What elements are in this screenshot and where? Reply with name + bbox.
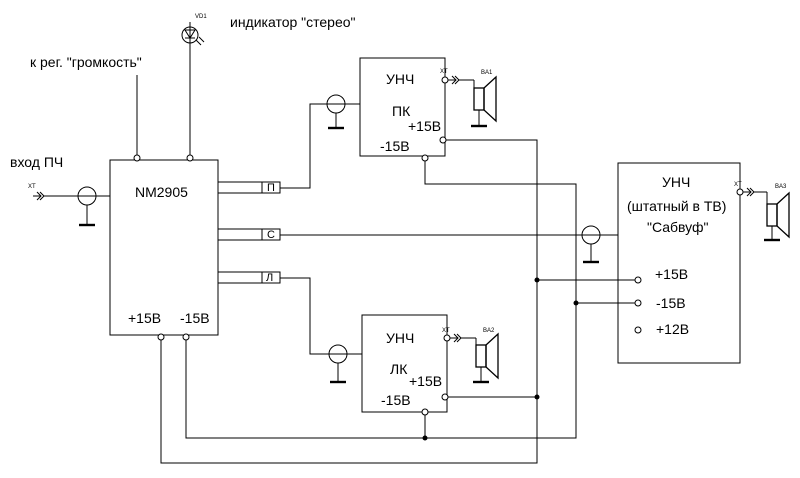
input-if-label: вход ПЧ <box>10 154 63 170</box>
minus15-junction-left <box>422 435 428 441</box>
amp-left-title: УНЧ <box>386 330 414 346</box>
amp-left-channel: ЛК <box>390 361 408 377</box>
output-center-label: С <box>267 229 275 241</box>
amp-left-minus15-pin <box>421 408 429 416</box>
decoder-plus15-label: +15В <box>128 310 161 326</box>
ba2-label: BA2 <box>483 328 495 334</box>
amp-left-minus15: -15В <box>381 392 411 408</box>
decoder-output-right <box>218 181 281 194</box>
decoder-minus15-pin <box>182 333 190 341</box>
amp-sub-plus15-pin <box>634 276 642 284</box>
amp-sub-plus12-pin <box>634 326 642 334</box>
amp-right-plus15-pin <box>439 136 447 144</box>
amp-sub-plus15-label: +15В <box>655 266 688 282</box>
input-connector-icon <box>33 191 45 201</box>
output-left-label: Л <box>266 272 273 284</box>
amp-sub-title: УНЧ <box>662 174 690 190</box>
right-shielded-cable-icon <box>326 94 346 130</box>
ba3-label: BA3 <box>775 184 787 190</box>
input-shielded-cable-icon <box>77 186 97 227</box>
amp-sub-minus15-pin <box>634 299 642 307</box>
left-signal-wire <box>280 277 329 355</box>
plus15-bus <box>160 139 538 464</box>
amp-right-title: УНЧ <box>386 71 414 87</box>
speaker-ba3-icon <box>764 191 790 242</box>
volume-control-label: к рег. "громкость" <box>30 54 142 70</box>
amp-sub-output-pin <box>736 188 744 196</box>
center-shielded-cable-icon <box>581 225 601 264</box>
speaker-ba2-icon <box>473 332 499 384</box>
ba1-connector-icon <box>448 75 474 85</box>
ba3-connector-icon <box>743 187 767 197</box>
decoder-minus15-label: -15В <box>180 310 210 326</box>
decoder-block <box>109 159 219 336</box>
amp-right-minus15: -15В <box>380 138 410 154</box>
input-xt-label: XT <box>28 184 36 190</box>
right-signal-wire <box>280 103 327 189</box>
ba2-xt-label: XT <box>442 328 450 334</box>
speaker-ba1-icon <box>471 75 497 128</box>
output-right-label: П <box>267 182 275 194</box>
plus15-junction-left <box>534 394 540 400</box>
led-vd1-icon <box>181 22 205 46</box>
amp-left-block <box>361 314 448 413</box>
stereo-indicator-label: индикатор "стерео" <box>230 14 356 30</box>
amp-right-minus15-pin <box>421 154 429 162</box>
left-shielded-cable-icon <box>328 344 348 384</box>
vd1-label: VD1 <box>195 14 207 20</box>
decoder-name: NM2905 <box>135 184 188 200</box>
ba3-xt-label: XT <box>734 182 742 188</box>
amp-right-channel: ПК <box>392 103 411 119</box>
ba2-connector-icon <box>450 333 476 343</box>
amp-left-output-pin <box>443 334 451 342</box>
decoder-volume-pin <box>133 154 141 162</box>
ba1-label: BA1 <box>481 70 493 76</box>
amp-right-output-pin <box>441 76 449 84</box>
decoder-plus15-pin <box>157 333 165 341</box>
amp-right-block <box>359 57 446 157</box>
minus15-bus <box>185 161 577 439</box>
amp-sub-plus12-label: +12В <box>656 321 689 337</box>
amp-left-plus15: +15В <box>409 373 442 389</box>
plus15-junction-sub <box>534 277 540 283</box>
decoder-led-pin <box>186 154 194 162</box>
amp-right-plus15: +15В <box>408 118 441 134</box>
ba1-xt-label: XT <box>440 69 448 75</box>
amp-sub-minus15-label: -15В <box>656 295 686 311</box>
amp-sub-name: "Сабвуф" <box>647 219 709 235</box>
minus15-junction-sub <box>573 300 579 306</box>
amp-left-plus15-pin <box>441 393 449 401</box>
amp-sub-subtitle: (штатный в ТВ) <box>627 198 726 214</box>
